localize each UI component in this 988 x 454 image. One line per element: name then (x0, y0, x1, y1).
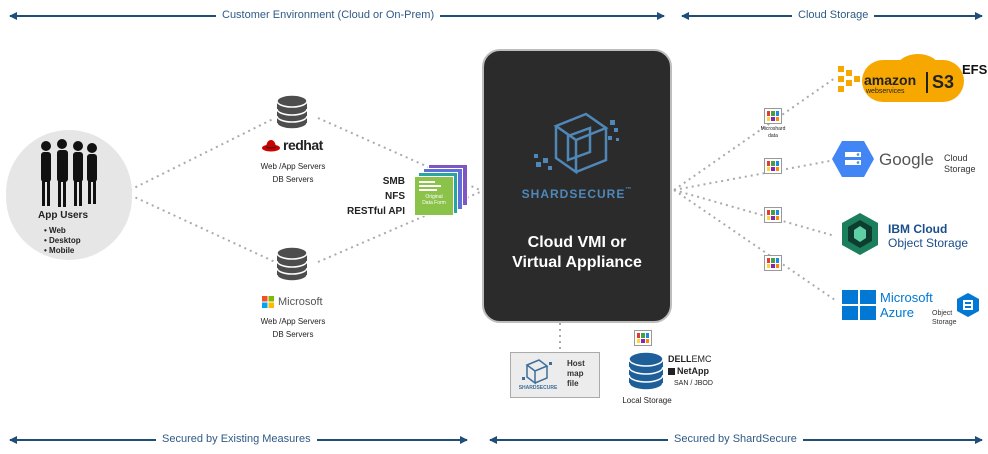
aws-cloud-bump (896, 54, 940, 84)
microshard-icon (764, 108, 782, 124)
google-cloud-storage-icon (832, 141, 874, 177)
servers-top-line1: Web /App Servers (260, 162, 326, 171)
protocol-smb: SMB (382, 176, 405, 187)
netapp-n-icon (668, 367, 675, 375)
virtual-appliance-box: SHARDSECURE™ Cloud VMI or Virtual Applia… (482, 49, 672, 323)
microshard-icon (764, 158, 782, 174)
dellemc-logo: DELLEMC (668, 354, 712, 364)
protocol-labels: SMB NFS RESTful API (345, 174, 405, 219)
redhat-brand: redhat (283, 137, 323, 153)
microsoft-logo: Microsoft (262, 296, 323, 308)
app-users-list: • Web • Desktop • Mobile (44, 226, 81, 256)
local-database-icon (628, 351, 664, 391)
protocol-nfs: NFS (385, 191, 405, 202)
microsoft-windows-icon (262, 296, 274, 308)
database-icon (276, 94, 308, 130)
banner-secured-shardsecure: Secured by ShardSecure (668, 433, 803, 445)
redhat-logo: redhat (262, 137, 323, 153)
google-brand: Google (879, 150, 934, 169)
aws-s3-text: S3 (926, 72, 954, 93)
shardsecure-brand: SHARDSECURE™ (521, 187, 633, 201)
app-users-item: • Mobile (44, 246, 75, 255)
shardsecure-mini-icon (522, 359, 552, 385)
servers-top-line2: DB Servers (272, 175, 314, 184)
microshard-icon (764, 255, 782, 271)
servers-bottom-line1: Web /App Servers (260, 317, 326, 326)
protocol-restful: RESTful API (347, 206, 405, 217)
local-storage-label: Local Storage (622, 396, 672, 405)
doc-label-2: Data Form (422, 200, 446, 206)
azure-windows-icon (842, 290, 876, 320)
database-icon (276, 246, 308, 282)
azure-storage-icon (957, 293, 979, 317)
redhat-hat-icon (262, 140, 280, 152)
appliance-title: Cloud VMI or Virtual Appliance (512, 234, 642, 271)
doc-label-1: Original (425, 194, 443, 200)
aws-sub: webservices (866, 88, 905, 95)
netapp-logo: NetApp (668, 366, 709, 376)
aws-efs-text: EFS (962, 62, 988, 77)
microshard-icon (764, 207, 782, 223)
app-users-item: • Web (44, 226, 66, 235)
microsoft-brand: Microsoft (278, 296, 323, 308)
people-icon (41, 139, 97, 207)
document-stack-icon: Original Data Form (414, 164, 470, 216)
banner-customer-environment: Customer Environment (Cloud or On-Prem) (216, 9, 441, 21)
ibm-cloud-icon (842, 213, 878, 255)
host-map-brand: SHARDSECURE (518, 385, 558, 391)
aws-s3-logo: amazon webservices S3 (838, 54, 966, 104)
app-users-item: • Desktop (44, 236, 81, 245)
shardsecure-cube-icon (534, 112, 619, 175)
servers-bottom-line2: DB Servers (272, 330, 314, 339)
banner-secured-existing: Secured by Existing Measures (156, 433, 317, 445)
aws-cubes-icon (838, 66, 860, 92)
aws-brand: amazon (864, 72, 917, 88)
app-users-title: App Users (38, 210, 89, 221)
banner-cloud-storage: Cloud Storage (792, 9, 875, 21)
microshard-icon (634, 330, 652, 346)
app-users-group: App Users • Web • Desktop • Mobile (6, 130, 132, 260)
san-jbod-label: SAN / JBOD (674, 380, 713, 387)
